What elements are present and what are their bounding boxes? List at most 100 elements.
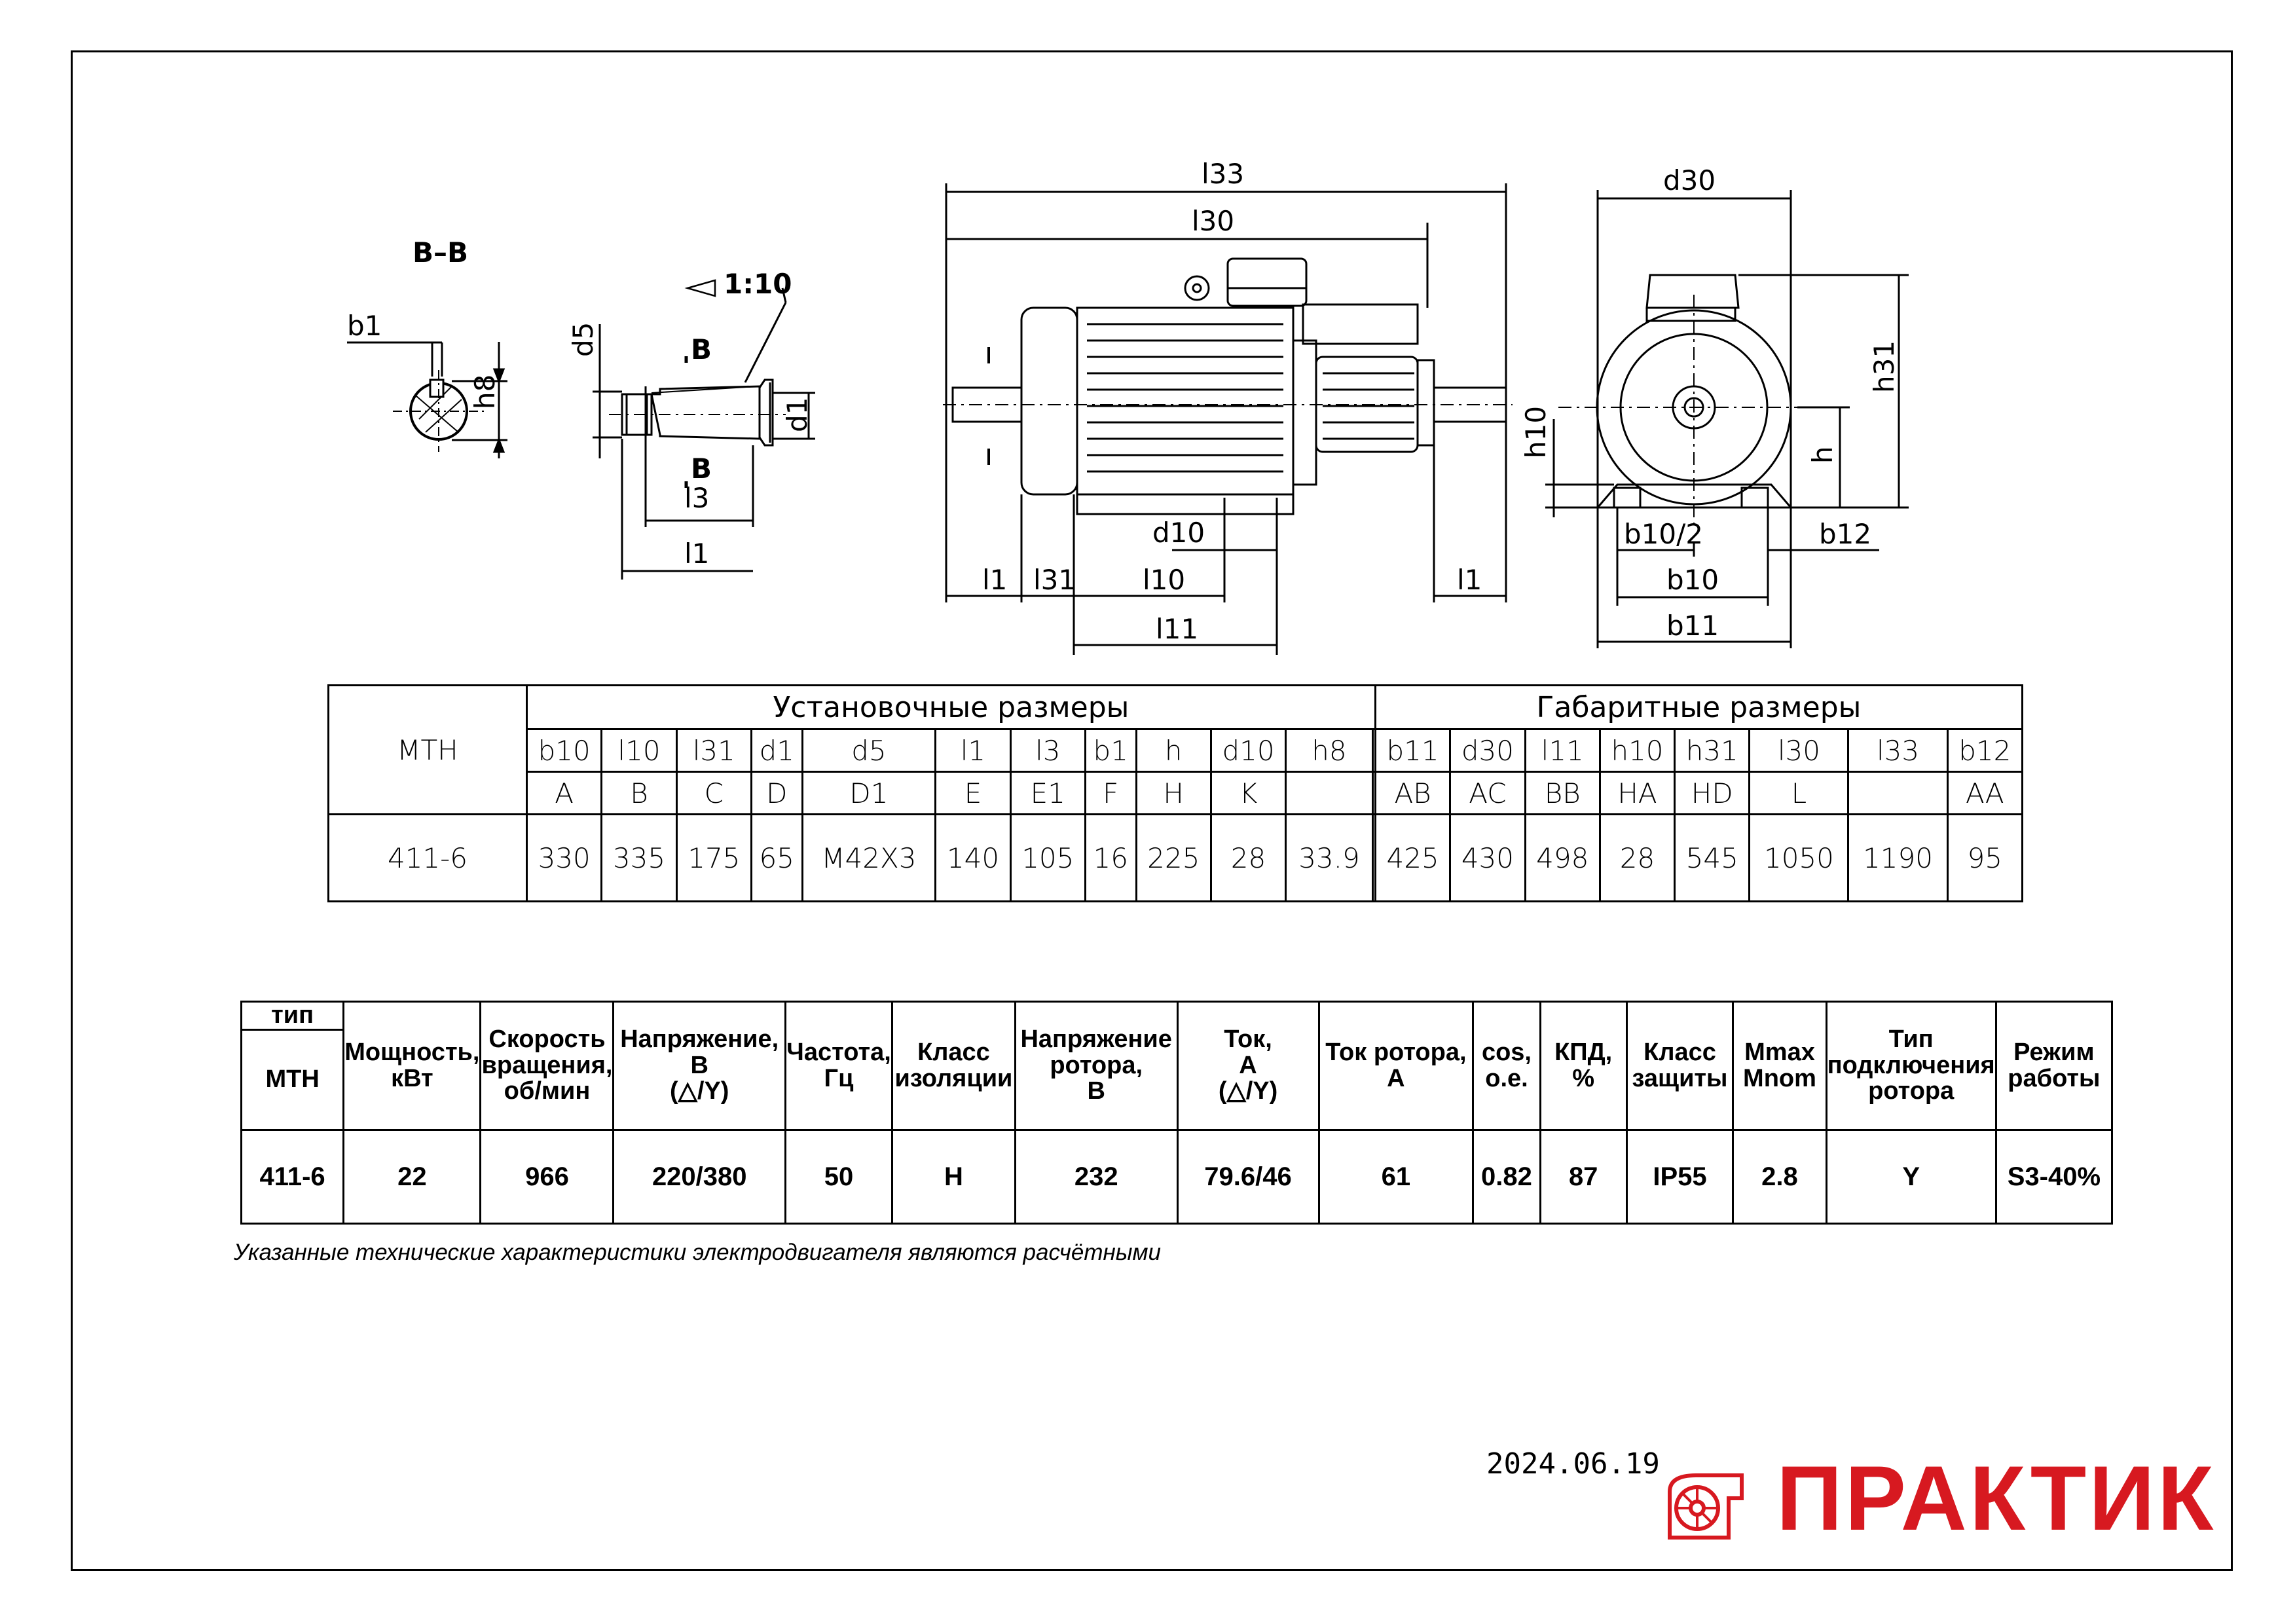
overall-dim-code-5: L xyxy=(1748,771,1850,815)
mounting-dim-value-0: 330 xyxy=(525,813,603,902)
overall-dim-code-4: HD xyxy=(1674,771,1751,815)
spec-value-5: 232 xyxy=(1014,1129,1179,1225)
series-label: MTH xyxy=(240,1029,345,1131)
label-l3: l3 xyxy=(684,482,709,514)
overall-dim-symbol-4: h31 xyxy=(1674,728,1751,773)
type-label: тип xyxy=(240,1001,345,1031)
mounting-dim-value-2: 175 xyxy=(675,813,752,902)
mounting-dim-value-5: 140 xyxy=(934,813,1012,902)
overall-dim-value-1: 430 xyxy=(1449,813,1526,902)
shaft-end-view xyxy=(593,279,815,580)
footnote: Указанные технические характеристики эле… xyxy=(234,1240,1161,1265)
overall-dim-value-6: 1190 xyxy=(1847,813,1949,902)
label-b11: b11 xyxy=(1666,610,1719,642)
mounting-dim-code-9: K xyxy=(1209,771,1287,815)
spec-header-3: Частота,Гц xyxy=(784,1001,893,1131)
overall-dim-code-3: HA xyxy=(1598,771,1676,815)
overall-dim-symbol-7: b12 xyxy=(1946,728,2024,773)
document-date: 2024.06.19 xyxy=(1486,1447,1660,1481)
label-d1: d1 xyxy=(781,397,813,432)
mounting-dim-symbol-10: h8 xyxy=(1285,728,1374,773)
label-l1-right: l1 xyxy=(1457,564,1482,596)
label-l1-left: l1 xyxy=(982,564,1007,596)
overall-dim-value-5: 1050 xyxy=(1748,813,1850,902)
spec-value-10: IP55 xyxy=(1625,1129,1735,1225)
overall-dimensions-title: Габаритные размеры xyxy=(1374,684,2024,730)
label-l30: l30 xyxy=(1192,205,1234,237)
mounting-dim-symbol-9: d10 xyxy=(1209,728,1287,773)
mounting-dim-symbol-11 xyxy=(1371,728,1376,773)
spec-model-value: 411-6 xyxy=(240,1129,345,1225)
mounting-dim-symbol-0: b10 xyxy=(525,728,603,773)
mounting-dim-code-2: C xyxy=(675,771,752,815)
overall-dim-symbol-2: l11 xyxy=(1524,728,1601,773)
overall-dim-symbol-6: l33 xyxy=(1847,728,1949,773)
mounting-dim-value-7: 16 xyxy=(1084,813,1137,902)
label-b1: b1 xyxy=(347,310,382,342)
dimensions-table: MTH Установочные размеры Габаритные разм… xyxy=(327,684,2024,902)
spec-value-4: H xyxy=(891,1129,1016,1225)
mounting-dim-value-11 xyxy=(1371,813,1376,902)
mounting-dim-code-5: E xyxy=(934,771,1012,815)
overall-dim-symbol-0: b11 xyxy=(1374,728,1452,773)
overall-dim-value-0: 425 xyxy=(1374,813,1452,902)
overall-dim-symbol-5: l30 xyxy=(1748,728,1850,773)
spec-header-6: Ток,А(△/Y) xyxy=(1176,1001,1320,1131)
section-bb-view xyxy=(347,341,507,458)
overall-dim-code-6 xyxy=(1847,771,1949,815)
section-label: B–B xyxy=(413,236,468,268)
mounting-dim-value-9: 28 xyxy=(1209,813,1287,902)
spec-value-13: S3-40% xyxy=(1994,1129,2114,1225)
mounting-dim-symbol-8: h xyxy=(1135,728,1212,773)
mounting-dim-symbol-2: l31 xyxy=(675,728,752,773)
label-h: h xyxy=(1807,446,1839,464)
mounting-dim-code-4: D1 xyxy=(801,771,937,815)
spec-header-8: cos,о.е. xyxy=(1472,1001,1541,1131)
label-l11: l11 xyxy=(1156,613,1198,645)
overall-dim-value-4: 545 xyxy=(1674,813,1751,902)
model-header: MTH xyxy=(327,684,528,815)
overall-dim-code-7: AA xyxy=(1946,771,2024,815)
spec-value-7: 61 xyxy=(1317,1129,1475,1225)
section-mark-bottom: B xyxy=(691,452,712,485)
spec-value-3: 50 xyxy=(784,1129,893,1225)
section-mark-top: B xyxy=(691,333,712,365)
brand-name: ПРАКТИК xyxy=(1776,1447,2216,1549)
mounting-dim-symbol-5: l1 xyxy=(934,728,1012,773)
spec-value-6: 79.6/46 xyxy=(1176,1129,1320,1225)
label-l1: l1 xyxy=(684,538,709,570)
overall-dim-code-2: BB xyxy=(1524,771,1601,815)
motor-end-view xyxy=(1545,190,1909,648)
mounting-dim-symbol-6: l3 xyxy=(1009,728,1086,773)
mounting-dim-symbol-4: d5 xyxy=(801,728,937,773)
overall-dim-value-3: 28 xyxy=(1598,813,1676,902)
model-value: 411-6 xyxy=(327,813,528,902)
mounting-dim-symbol-1: l10 xyxy=(600,728,678,773)
spec-value-2: 220/380 xyxy=(612,1129,787,1225)
praktik-logo-icon xyxy=(1668,1473,1744,1540)
spec-header-0: Мощность,кВт xyxy=(342,1001,482,1131)
mounting-dim-code-1: B xyxy=(600,771,678,815)
spec-value-8: 0.82 xyxy=(1472,1129,1541,1225)
spec-value-11: 2.8 xyxy=(1732,1129,1827,1225)
label-h31: h31 xyxy=(1868,341,1900,393)
motor-side-view xyxy=(943,183,1513,655)
mounting-dim-value-8: 225 xyxy=(1135,813,1212,902)
overall-dim-value-7: 95 xyxy=(1946,813,2024,902)
mounting-dim-value-1: 335 xyxy=(600,813,678,902)
label-b10-half: b10/2 xyxy=(1624,518,1703,550)
overall-dim-symbol-1: d30 xyxy=(1449,728,1526,773)
spec-header-2: Напряжение,В(△/Y) xyxy=(612,1001,787,1131)
spec-value-1: 966 xyxy=(479,1129,615,1225)
mounting-dimensions-title: Установочные размеры xyxy=(526,684,1376,730)
mounting-dim-code-6: E1 xyxy=(1009,771,1086,815)
mounting-dim-value-6: 105 xyxy=(1009,813,1086,902)
taper-label: 1:10 xyxy=(724,268,792,300)
